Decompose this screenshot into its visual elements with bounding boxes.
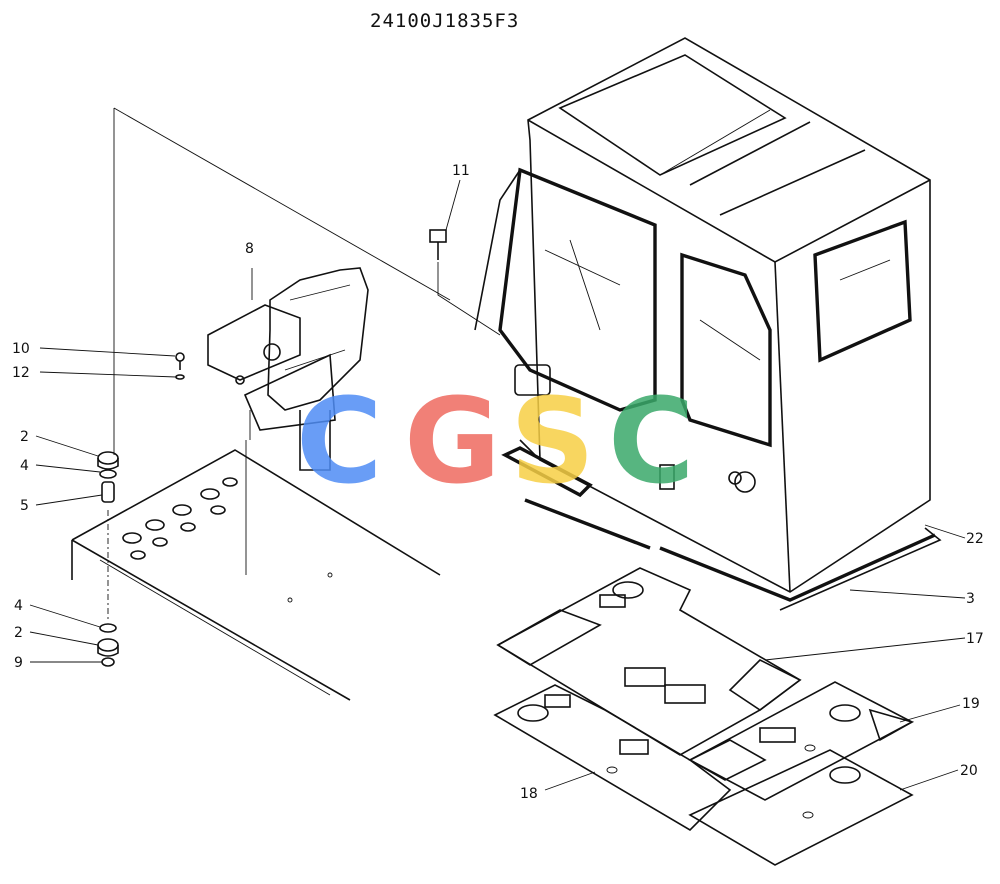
watermark-letter-s: S (510, 372, 595, 510)
callout-9: 9 (14, 655, 23, 671)
callout-19: 19 (962, 696, 980, 712)
callout-20: 20 (960, 763, 978, 779)
seat-mount-hardware (97, 107, 451, 667)
watermark-letter-c2: C (608, 372, 695, 510)
cab-floor-base (71, 449, 441, 701)
callout-2: 2 (20, 429, 29, 445)
callout-labels: 8 10 12 2 4 5 4 2 9 11 22 3 17 19 20 18 (12, 163, 984, 802)
floor-mats (493, 567, 915, 866)
cab-seals (501, 446, 942, 611)
callout-8: 8 (245, 241, 254, 257)
callout-18: 18 (520, 786, 538, 802)
drawing-number: 24100J1835F3 (370, 10, 520, 32)
callout-12: 12 (12, 365, 30, 381)
callout-11: 11 (452, 163, 470, 179)
callout-5: 5 (20, 498, 29, 514)
cgsc-watermark-logo: C G S C (296, 372, 695, 510)
callout-4b: 4 (14, 598, 23, 614)
callout-2b: 2 (14, 625, 23, 641)
callout-10: 10 (12, 341, 30, 357)
watermark-letter-c1: C (296, 372, 383, 510)
callout-4: 4 (20, 458, 29, 474)
callout-3: 3 (966, 591, 975, 607)
cab-body (474, 37, 931, 593)
watermark-letter-g: G (404, 372, 501, 510)
operator-seat (207, 267, 369, 575)
callout-17: 17 (966, 631, 984, 647)
leader-lines (29, 179, 966, 791)
callout-22: 22 (966, 531, 984, 547)
bolt-11 (429, 229, 501, 336)
